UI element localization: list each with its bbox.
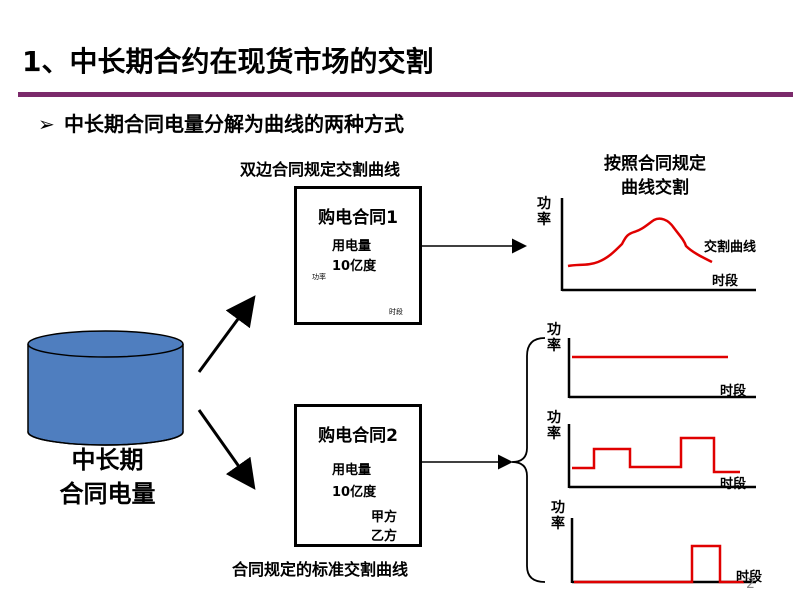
source-label-line1: 中长期	[71, 446, 144, 474]
contract2-party-a: 甲方	[371, 510, 398, 525]
chart-delivery-x-label: 时段	[712, 274, 739, 289]
contract2-title: 购电合同2	[318, 426, 398, 446]
energy-cylinder	[27, 330, 184, 446]
chart-pulse-y-label: 功率	[551, 500, 565, 532]
result-caption-line1: 按照合同规定	[604, 154, 706, 174]
chart-two-level	[567, 424, 756, 489]
contract1-box: 购电合同1 用电量 10亿度 功率 时段	[294, 186, 422, 325]
chart-delivery-y-label: 功率	[537, 196, 551, 228]
contract1-mini-y-label: 功率	[312, 273, 326, 281]
chart-two-level-y-label: 功率	[547, 410, 561, 442]
delivery-curve-line	[567, 217, 713, 268]
arrow-to-contract1	[197, 295, 256, 373]
two-level-series-line	[572, 436, 740, 474]
title-divider	[18, 92, 793, 97]
bullet-arrow-icon: ➢	[38, 112, 55, 136]
contract1-energy-value: 10亿度	[332, 259, 377, 274]
chart-pulse-x-label: 时段	[736, 570, 763, 585]
chart-delivery-curve	[560, 198, 756, 292]
contract2-party-b: 乙方	[371, 529, 398, 544]
chart-flat	[567, 338, 756, 399]
bullet-heading: ➢ 中长期合同电量分解为曲线的两种方式	[38, 108, 404, 137]
top-path-caption: 双边合同规定交割曲线	[240, 160, 401, 179]
bullet-text: 中长期合同电量分解为曲线的两种方式	[64, 112, 404, 136]
page-number: 2	[746, 576, 755, 592]
chart-two-level-x-label: 时段	[720, 477, 747, 492]
page-title: 1、中长期合约在现货市场的交割	[22, 45, 434, 78]
bottom-path-caption: 合同规定的标准交割曲线	[232, 560, 409, 579]
contract2-energy-value: 10亿度	[332, 485, 377, 500]
contract1-energy-label: 用电量	[332, 239, 372, 254]
chart-single-pulse	[570, 518, 756, 584]
curly-brace	[511, 337, 546, 583]
contract1-mini-x-label: 时段	[389, 308, 403, 316]
pulse-series-line	[574, 544, 744, 584]
arrow-to-contract2	[197, 409, 256, 490]
chart-flat-x-label: 时段	[720, 384, 747, 399]
contract2-box: 购电合同2 用电量 10亿度 甲方 乙方	[294, 404, 422, 547]
result-caption-line2: 曲线交割	[621, 178, 689, 198]
result-caption: 按照合同规定 曲线交割	[580, 152, 730, 200]
contract2-energy-label: 用电量	[332, 463, 372, 478]
chart-delivery-curve-label: 交割曲线	[704, 240, 757, 255]
source-label-line2: 合同电量	[59, 480, 156, 508]
chart-flat-y-label: 功率	[547, 322, 561, 354]
source-label: 中长期 合同电量	[30, 443, 185, 511]
contract1-title: 购电合同1	[318, 208, 398, 228]
